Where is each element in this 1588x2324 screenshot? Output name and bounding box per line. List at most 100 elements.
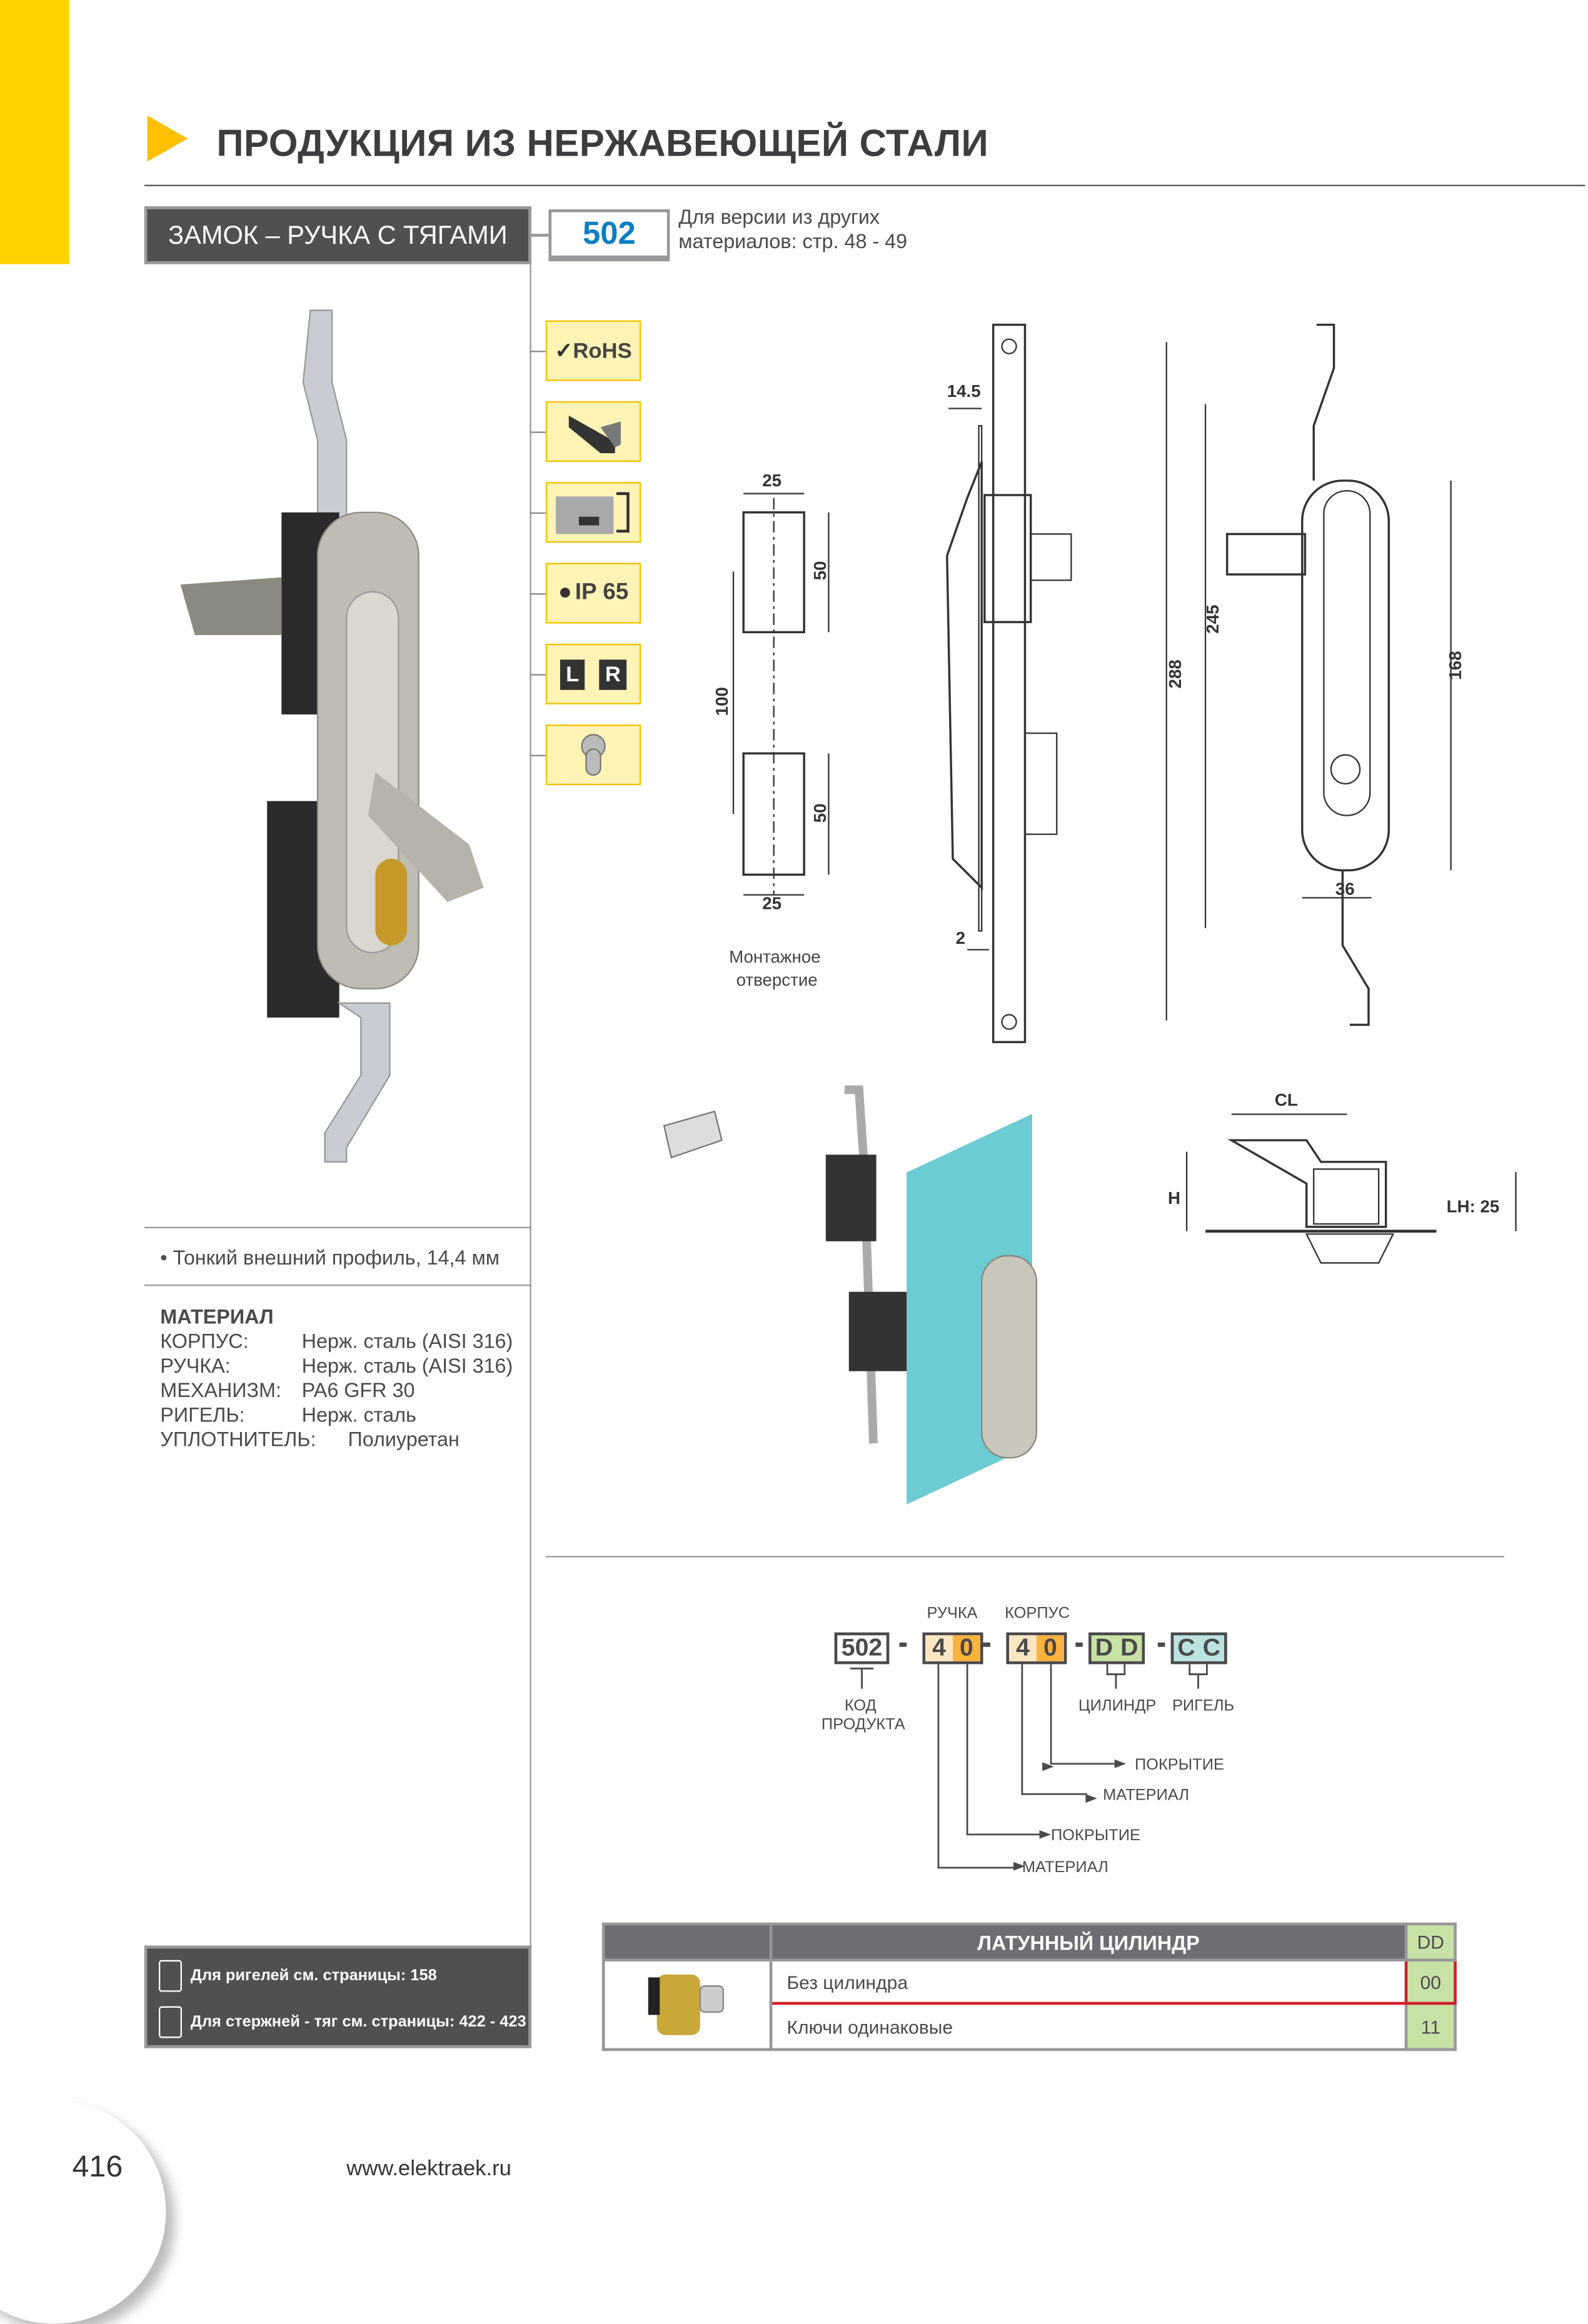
exploded-view-drawing bbox=[663, 1085, 1038, 1505]
material-key: РИГЕЛЬ: bbox=[160, 1403, 245, 1426]
title-divider bbox=[144, 184, 1585, 186]
profile-icon bbox=[545, 401, 641, 462]
cylinder-image bbox=[601, 1958, 773, 2051]
header-code: DD bbox=[1404, 1922, 1457, 1962]
cylinder-code: D bbox=[1120, 1633, 1138, 1661]
body-coating: 0 bbox=[1036, 1635, 1064, 1661]
dim-label: 25 bbox=[762, 894, 781, 913]
bolt-caption: РИГЕЛЬ bbox=[1172, 1697, 1235, 1715]
product-photo bbox=[180, 309, 484, 1163]
dim-label: 245 bbox=[1203, 604, 1222, 633]
table-row[interactable]: Ключи одинаковые 11 bbox=[603, 2004, 1457, 2051]
table-header: ЛАТУННЫЙ ЦИЛИНДР bbox=[769, 1922, 1408, 1962]
dim-label: 50 bbox=[810, 561, 830, 580]
dim-label: H bbox=[1168, 1188, 1180, 1208]
product-name: ЗАМОК – РУЧКА С ТЯГАМИ bbox=[144, 206, 531, 264]
ref-link[interactable]: Для ригелей см. страницы: 158 bbox=[159, 1960, 437, 1992]
cylinder-code: D bbox=[1095, 1633, 1113, 1661]
catalog-page: ПРОДУКЦИЯ ИЗ НЕРЖАВЕЮЩЕЙ СТАЛИ ЗАМОК – Р… bbox=[0, 0, 1585, 2184]
handle-coating: 0 bbox=[953, 1635, 980, 1661]
mounting-hole-drawing: 25 50 100 50 25 Монтажное отверстие bbox=[712, 471, 830, 989]
arrow-label: ПОКРЫТИЕ bbox=[1051, 1827, 1141, 1845]
table-row[interactable]: Без цилиндра 00 bbox=[601, 1958, 1457, 2051]
column-divider bbox=[530, 264, 531, 2048]
arrow-label: МАТЕРИАЛ bbox=[1103, 1786, 1190, 1805]
material-key: МЕХАНИЗМ: bbox=[160, 1378, 281, 1402]
code-connectors bbox=[850, 1642, 1208, 1871]
handle-label: РУЧКА bbox=[927, 1605, 978, 1623]
cylinder-icon bbox=[545, 724, 641, 786]
page-corner bbox=[0, 2100, 166, 2324]
water-drop-icon: ●IP 65 bbox=[545, 563, 641, 624]
cylinder-table: ЛАТУННЫЙ ЦИЛИНДР DD Без цилиндра 00 Ключ… bbox=[601, 1922, 1457, 2051]
dim-label: 168 bbox=[1445, 651, 1465, 679]
dim-label: 25 bbox=[762, 471, 781, 490]
page-icon bbox=[159, 2006, 182, 2038]
body-label: КОРПУС bbox=[1005, 1605, 1070, 1623]
yellow-corner-bar bbox=[0, 0, 69, 264]
feature-bullet: • Тонкий внешний профиль, 14,4 мм bbox=[160, 1245, 500, 1269]
ref-text: Для стержней - тяг см. страницы: 422 - 4… bbox=[190, 2013, 526, 2031]
material-value: Полиуретан bbox=[348, 1427, 460, 1451]
material-key: КОРПУС: bbox=[160, 1329, 249, 1353]
page-number: 416 bbox=[72, 2150, 123, 2184]
front-view-drawing: 288 245 168 36 bbox=[1165, 323, 1465, 1026]
website-link[interactable]: www.elektraek.ru bbox=[346, 2156, 511, 2181]
right-label: R bbox=[599, 659, 627, 689]
bolt-code: C bbox=[1202, 1633, 1221, 1661]
section-view-drawing: CL H LH: 25 bbox=[1168, 1090, 1517, 1264]
code-caption: КОД bbox=[844, 1697, 877, 1715]
dim-label: CL bbox=[1275, 1090, 1298, 1109]
panel-icon bbox=[545, 482, 641, 543]
dim-label: LH: 25 bbox=[1447, 1197, 1500, 1216]
dim-label: 2 bbox=[956, 928, 965, 948]
body-material: 4 bbox=[1009, 1635, 1037, 1661]
divider bbox=[144, 1226, 530, 1229]
arrow-label: МАТЕРИАЛ bbox=[1022, 1859, 1108, 1876]
material-key: РУЧКА: bbox=[160, 1353, 231, 1377]
bolt-code: C bbox=[1177, 1633, 1195, 1661]
material-value: Нерж. сталь (AISI 316) bbox=[301, 1329, 513, 1353]
row-code: 00 bbox=[1404, 1958, 1457, 2006]
rohs-icon: ✓RoHS bbox=[545, 320, 641, 381]
cylinder-caption: ЦИЛИНДР bbox=[1078, 1697, 1157, 1715]
product-code: 502 bbox=[548, 209, 670, 261]
note-line: материалов: стр. 48 - 49 bbox=[678, 229, 908, 253]
row-label: Ключи одинаковые bbox=[769, 2004, 1408, 2051]
connector bbox=[531, 234, 549, 237]
caption: Монтажное bbox=[729, 947, 820, 966]
section-arrow-icon bbox=[147, 115, 188, 162]
dim-label: 50 bbox=[810, 803, 830, 823]
row-label: Без цилиндра bbox=[769, 1958, 1408, 2006]
references-box: Для ригелей см. страницы: 158 Для стержн… bbox=[144, 1945, 531, 2048]
side-view-drawing: 14.5 2 bbox=[946, 323, 1072, 1043]
other-materials-note: Для версии из других материалов: стр. 48… bbox=[678, 205, 907, 254]
material-value: Нерж. сталь (AISI 316) bbox=[301, 1353, 513, 1377]
dim-label: 14.5 bbox=[947, 381, 981, 401]
handle-material: 4 bbox=[925, 1635, 953, 1661]
page-title: ПРОДУКЦИЯ ИЗ НЕРЖАВЕЮЩЕЙ СТАЛИ bbox=[216, 121, 989, 165]
material-value: PA6 GFR 30 bbox=[301, 1378, 415, 1402]
material-value: Нерж. сталь bbox=[301, 1403, 416, 1426]
material-heading: МАТЕРИАЛ bbox=[160, 1305, 274, 1328]
dim-label: 288 bbox=[1165, 659, 1185, 688]
ref-text: Для ригелей см. страницы: 158 bbox=[190, 1967, 437, 1985]
page-icon bbox=[159, 1960, 182, 1992]
caption: отверстие bbox=[736, 970, 818, 989]
ip-rating: IP 65 bbox=[575, 580, 629, 605]
dim-label: 36 bbox=[1335, 879, 1355, 899]
row-code: 11 bbox=[1404, 2004, 1457, 2051]
rohs-label: RoHS bbox=[573, 338, 632, 363]
divider bbox=[144, 1285, 530, 1286]
ref-link[interactable]: Для стержней - тяг см. страницы: 422 - 4… bbox=[159, 2006, 526, 2038]
note-line: Для версии из других bbox=[678, 204, 880, 228]
code-caption: ПРОДУКТА bbox=[821, 1716, 905, 1734]
divider bbox=[545, 1556, 1505, 1558]
header-blank bbox=[601, 1922, 773, 1962]
code-cell: 502 bbox=[834, 1632, 890, 1665]
